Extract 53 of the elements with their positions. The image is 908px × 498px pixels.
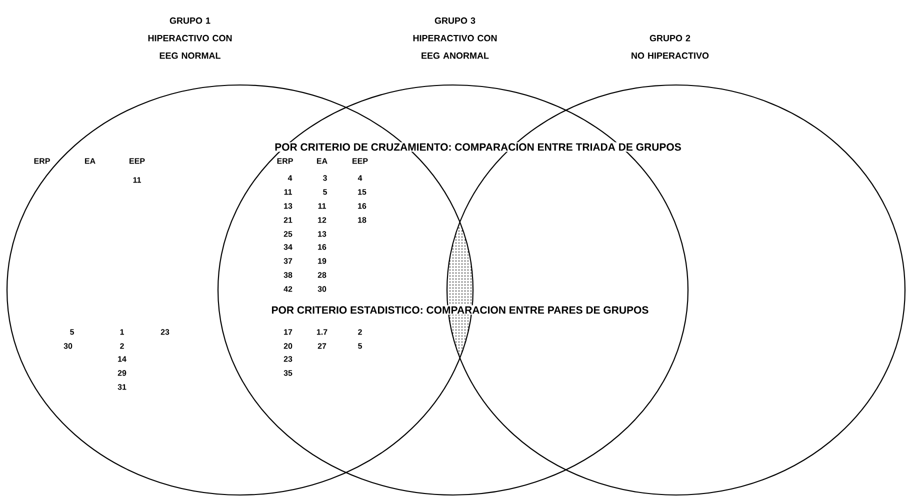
table-cell: 5 — [323, 189, 327, 195]
table-cell: 1.7 — [316, 329, 328, 335]
table-cell: 37 — [284, 258, 292, 264]
table-cell: 25 — [284, 231, 292, 237]
section-heading: POR CRITERIO ESTADISTICO: COMPARACION ENTRE PARES DE GRUPOS — [270, 305, 650, 315]
table-cell: 19 — [318, 258, 326, 264]
table-cell: ERP — [34, 158, 50, 164]
table-cell: 4 — [288, 175, 292, 181]
table-cell: 38 — [284, 272, 292, 278]
table-cell: 23 — [160, 329, 170, 335]
table-cell: 29 — [118, 370, 126, 376]
table-cell: 4 — [358, 175, 362, 181]
table-cell: 30 — [318, 286, 326, 292]
table-cell: 18 — [358, 217, 366, 223]
table-cell: 5 — [70, 329, 74, 335]
table-cell: 20 — [284, 343, 292, 349]
table-cell: 27 — [318, 343, 326, 349]
section-heading: POR CRITERIO DE CRUZAMIENTO: COMPARACION ENTRE TRIADA DE GRUPOS — [274, 142, 682, 152]
table-cell: 30 — [64, 343, 72, 349]
table-cell: 17 — [284, 329, 292, 335]
table-cell: EEP — [352, 158, 368, 164]
table-cell: 13 — [284, 203, 292, 209]
table-cell: 16 — [318, 244, 326, 250]
table-cell: 2 — [358, 329, 362, 335]
table-cell: 3 — [322, 175, 327, 181]
table-cell: 42 — [284, 286, 292, 292]
table-cell: 1 — [120, 329, 124, 335]
table-cell: 28 — [318, 272, 326, 278]
table-cell: 14 — [118, 356, 126, 362]
table-cell: 11 — [318, 203, 326, 209]
table-cell: 16 — [358, 203, 366, 209]
node-label: GRUPO 3 — [434, 17, 476, 24]
node-label: GRUPO 1 — [170, 17, 210, 24]
table-cell: 35 — [284, 370, 292, 376]
node-label: GRUPO 2 — [650, 34, 690, 42]
node-label: NO HIPERACTIVO — [632, 52, 709, 59]
table-cell: 21 — [284, 217, 292, 223]
table-cell: 15 — [358, 189, 366, 195]
table-cell: 31 — [118, 384, 126, 390]
table-cell: 12 — [318, 217, 326, 223]
table-cell: 23 — [284, 356, 292, 362]
table-cell: EA — [316, 158, 328, 164]
table-cell: 5 — [358, 343, 362, 349]
table-cell: 11 — [133, 177, 141, 183]
table-cell: 2 — [120, 343, 124, 349]
table-cell: 34 — [284, 244, 292, 250]
table-cell: ERP — [277, 158, 293, 164]
table-cell: EA — [85, 158, 96, 164]
table-cell: 13 — [318, 231, 326, 237]
node-label: HIPERACTIVO CON EEG NORMAL — [148, 34, 232, 59]
node-label: HIPERACTIVO CON EEG ANORMAL — [413, 34, 497, 59]
table-cell: 11 — [284, 189, 292, 195]
table-cell: EEP — [130, 158, 145, 164]
